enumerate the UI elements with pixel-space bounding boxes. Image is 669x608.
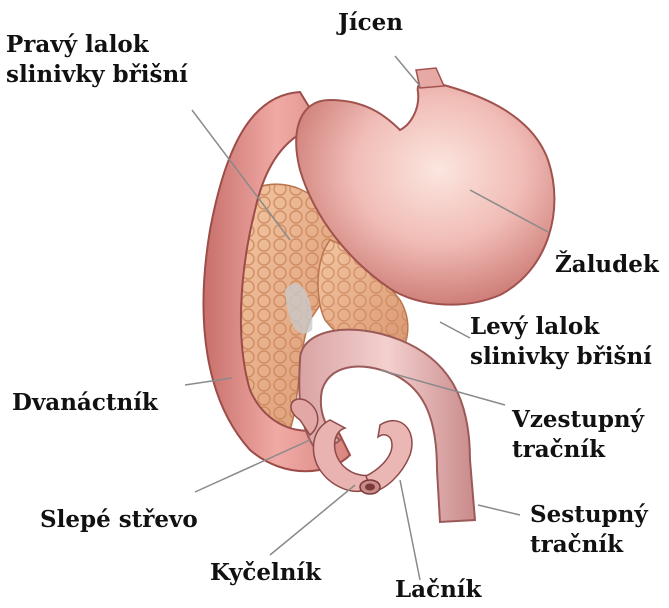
label-jicen: Jícen [338,8,403,38]
label-pravy-lalok: Pravý lalok slinivky břišní [6,30,188,90]
label-vzestupny-line1: Vzestupný [512,405,644,435]
label-sestupny-line1: Sestupný [530,500,648,530]
label-lacnik-text: Lačník [395,575,481,605]
label-dvanactnik-text: Dvanáctník [12,388,158,418]
label-vzestupny: Vzestupný tračník [512,405,644,465]
label-kycelnik-text: Kyčelník [210,558,321,588]
label-kycelnik: Kyčelník [210,558,321,588]
esophagus [416,68,444,88]
label-zaludek: Žaludek [555,250,659,280]
label-sestupny-line2: tračník [530,530,648,560]
label-lacnik: Lačník [395,575,481,605]
label-dvanactnik: Dvanáctník [12,388,158,418]
label-slepe-strevo: Slepé střevo [40,505,198,535]
label-levy-lalok-line2: slinivky břišní [470,342,652,372]
label-levy-lalok: Levý lalok slinivky břišní [470,312,652,372]
label-zaludek-text: Žaludek [555,250,659,280]
label-slepe-strevo-text: Slepé střevo [40,505,198,535]
label-vzestupny-line2: tračník [512,435,644,465]
label-pravy-lalok-line1: Pravý lalok [6,30,188,60]
label-levy-lalok-line1: Levý lalok [470,312,652,342]
label-sestupny: Sestupný tračník [530,500,648,560]
label-jicen-text: Jícen [338,8,403,38]
label-pravy-lalok-line2: slinivky břišní [6,60,188,90]
